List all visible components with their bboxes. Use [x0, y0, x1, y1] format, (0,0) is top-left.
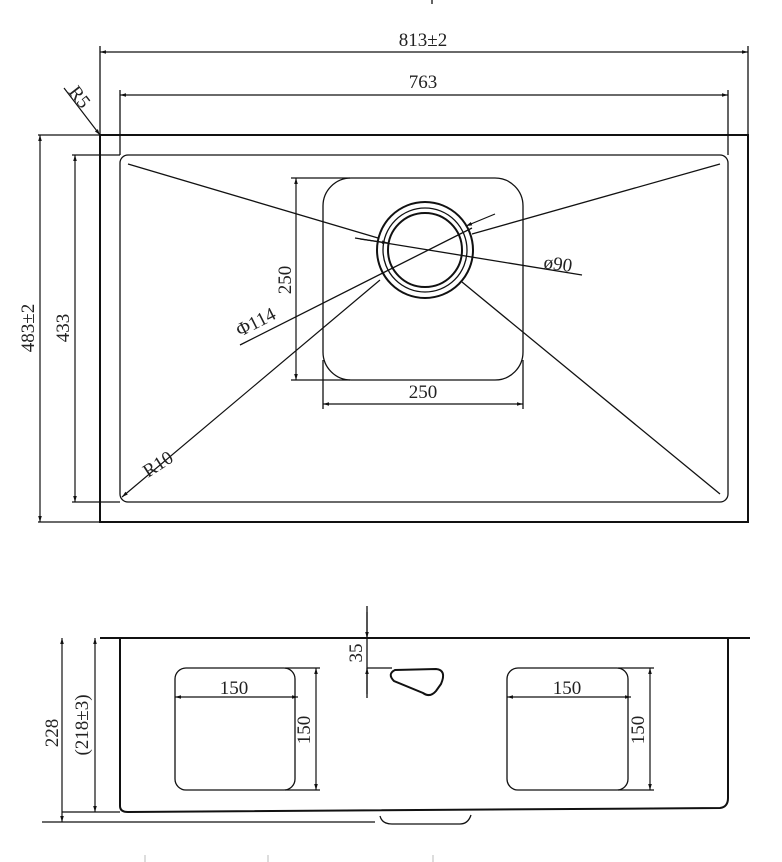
slope-line [471, 163, 721, 235]
r10-leader [121, 279, 381, 498]
overflow-offset-label: 35 [346, 644, 367, 663]
drain-outer-ring [376, 201, 474, 299]
left-panel [174, 667, 296, 791]
total-height-label: 228 [42, 719, 63, 748]
inner-bowl [119, 154, 729, 503]
drain-ring [382, 207, 468, 293]
inner-width-label: 763 [409, 72, 438, 93]
drain-area-width-label: 250 [409, 382, 438, 403]
drain-area-depth-label: 250 [275, 266, 296, 295]
slope-line [127, 163, 379, 239]
outer-rim [99, 134, 749, 523]
bowl-height-label: (218±3) [72, 694, 93, 755]
right-panel-width-label: 150 [553, 678, 582, 699]
bottom-ticks [144, 855, 434, 862]
side-view: 228 (218±3) 35 150 150 150 150 [42, 606, 750, 825]
left-panel-width-label: 150 [220, 678, 249, 699]
d90-arrow [359, 238, 389, 244]
overflow-hole [389, 667, 445, 697]
inner-depth-label: 433 [53, 314, 74, 343]
d114-leader [239, 227, 473, 346]
r5-leader [63, 87, 101, 136]
bowl-profile [119, 638, 729, 814]
r5-label: R5 [64, 82, 94, 112]
left-panel-height-label: 150 [294, 716, 315, 745]
drain-inner-diameter-label: ø90 [542, 252, 573, 277]
drain-outlet [379, 814, 472, 825]
d114-arrow [465, 213, 496, 227]
drain-area [322, 177, 524, 381]
top-view: 813±2 763 R5 483±2 433 250 250 [18, 30, 749, 523]
drain-hole [387, 212, 463, 288]
d90-leader [354, 237, 583, 276]
overall-depth-label: 483±2 [18, 304, 39, 352]
right-panel [506, 667, 629, 791]
slope-line [461, 281, 721, 495]
right-panel-height-label: 150 [628, 716, 649, 745]
overall-width-label: 813±2 [399, 30, 447, 51]
drain-outer-diameter-label: Φ114 [233, 304, 280, 342]
